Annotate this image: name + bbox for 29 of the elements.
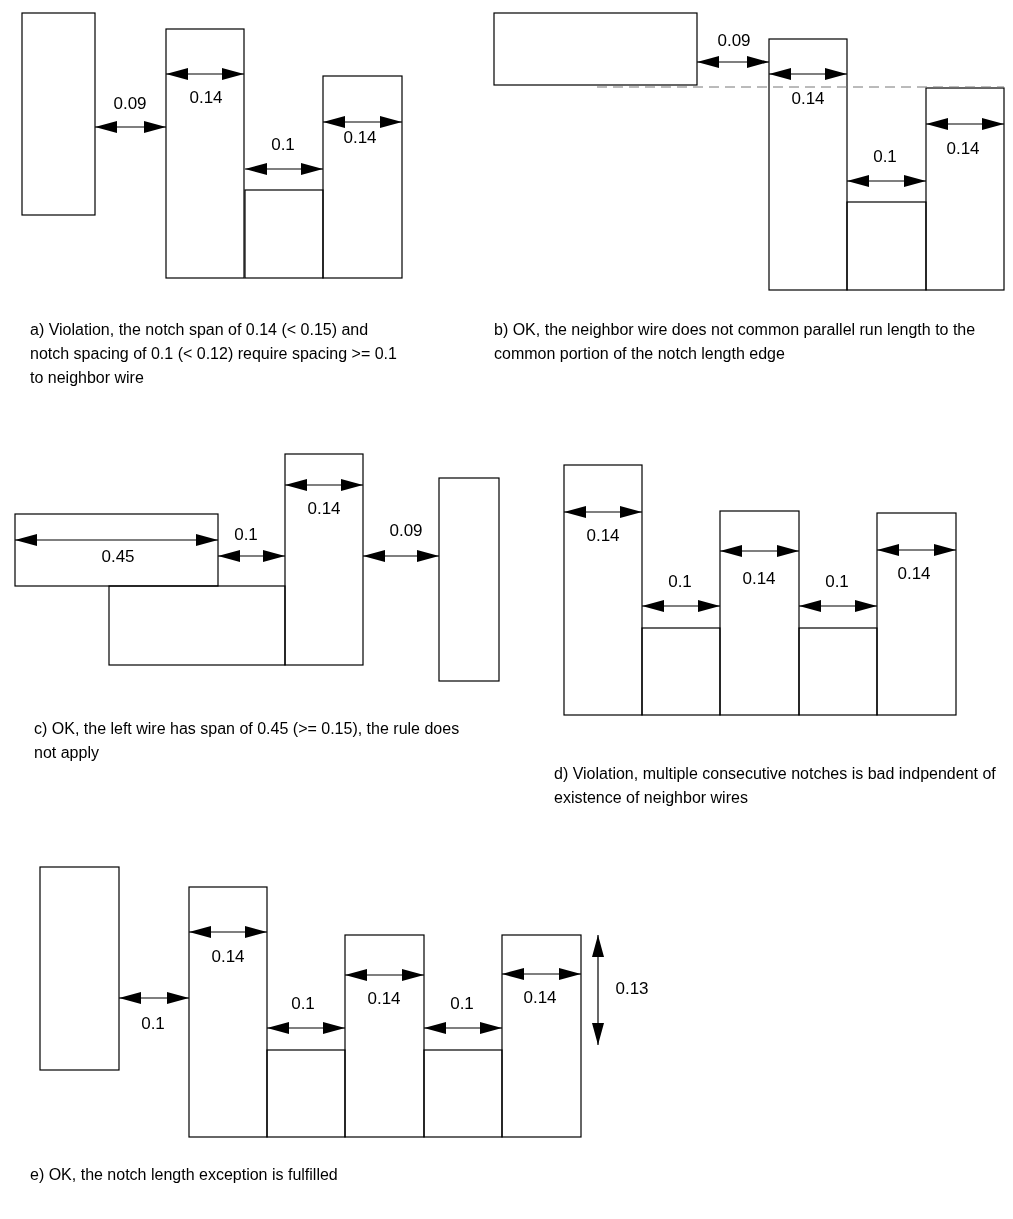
caption: b) OK, the neighbor wire does not common parallel run length to the common portion of the notch length edge <box>494 320 977 364</box>
dimension-label: 0.1 <box>668 572 692 590</box>
dimension-label: 0.14 <box>343 128 377 146</box>
dimension-label: 0.1 <box>271 135 295 153</box>
dimension-label: 0.1 <box>450 994 474 1012</box>
caption: e) OK, the notch length exception is fulfilled <box>30 1165 339 1185</box>
dimension-label: 0.13 <box>615 979 649 997</box>
dimension-label: 0.09 <box>389 521 423 539</box>
dimension-label: 0.14 <box>189 88 223 106</box>
caption: a) Violation, the notch span of 0.14 (< 0.15) and notch spacing of 0.1 (< 0.12) require spacing >= 0.1 to neighbor wire <box>30 320 398 388</box>
dimension-label: 0.45 <box>101 547 135 565</box>
dimension-label: 0.14 <box>307 499 341 517</box>
dimension-label: 0.14 <box>211 947 245 965</box>
dimension-label: 0.14 <box>586 526 620 544</box>
caption: d) Violation, multiple consecutive notches is bad indpendent of existence of neighbor wires <box>554 764 997 808</box>
dimension-label: 0.14 <box>523 988 557 1006</box>
dimension-label: 0.14 <box>367 989 401 1007</box>
dimension-label: 0.09 <box>717 31 751 49</box>
caption: c) OK, the left wire has span of 0.45 (>= 0.15), the rule does not apply <box>34 719 461 763</box>
dimension-label: 0.1 <box>234 525 258 543</box>
dimension-label: 0.14 <box>791 89 825 107</box>
dimension-label: 0.14 <box>742 569 776 587</box>
dimension-label: 0.1 <box>141 1014 165 1032</box>
dimension-label: 0.14 <box>897 564 931 582</box>
dimension-label: 0.14 <box>946 139 980 157</box>
dimension-label: 0.1 <box>873 147 897 165</box>
dimension-label: 0.1 <box>825 572 849 590</box>
dimension-label: 0.09 <box>113 94 147 112</box>
dimension-label: 0.1 <box>291 994 315 1012</box>
